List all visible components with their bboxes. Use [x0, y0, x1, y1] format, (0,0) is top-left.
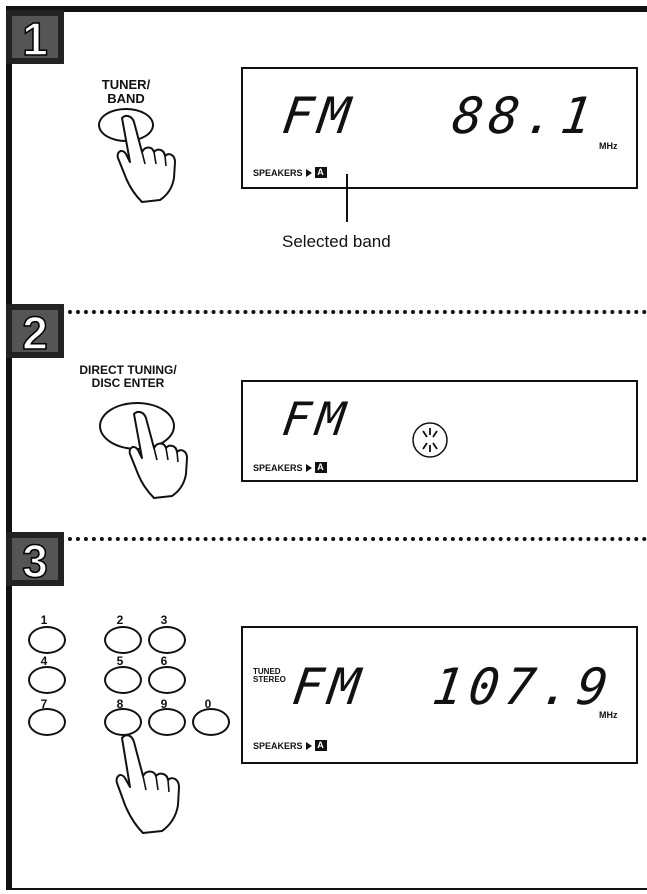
direct-tuning-label-line2: DISC ENTER — [66, 377, 190, 390]
tuner-band-label-line2: BAND — [86, 92, 166, 106]
tuner-band-label-line1: TUNER/ — [86, 78, 166, 92]
display-band: FM — [289, 658, 369, 716]
display-frequency: 107.9 — [429, 658, 618, 716]
arrow-right-icon — [306, 169, 312, 177]
arrow-right-icon — [306, 464, 312, 472]
display-frequency: 88.1 — [449, 87, 602, 145]
key-3-label: 3 — [157, 613, 171, 627]
step-1-badge: 1 — [6, 10, 64, 64]
key-2-label: 2 — [113, 613, 127, 627]
speakers-indicator: SPEAKERS A — [253, 462, 327, 473]
display-unit: MHz — [599, 141, 618, 151]
key-2-button[interactable] — [104, 626, 142, 654]
key-5-button[interactable] — [104, 666, 142, 694]
arrow-right-icon — [306, 742, 312, 750]
key-6-button[interactable] — [148, 666, 186, 694]
display-band: FM — [279, 392, 354, 446]
divider-dotted-2 — [60, 537, 647, 541]
direct-tuning-label-line1: DIRECT TUNING/ — [66, 364, 190, 377]
caption-pointer-line — [346, 174, 348, 222]
step-2-number: 2 — [22, 307, 48, 358]
selected-band-caption: Selected band — [282, 232, 391, 252]
key-1-button[interactable] — [28, 626, 66, 654]
step-2-badge: 2 — [6, 304, 64, 358]
key-4-button[interactable] — [28, 666, 66, 694]
key-0-button[interactable] — [192, 708, 230, 736]
display-step-3: TUNED STEREO FM 107.9 MHz SPEAKERS A — [241, 626, 638, 764]
pressing-hand-icon — [110, 730, 190, 840]
display-band: FM — [279, 87, 359, 145]
speakers-label: SPEAKERS — [253, 741, 303, 751]
speakers-a-badge: A — [315, 462, 327, 473]
display-step-2: FM SPEAKERS A — [241, 380, 638, 482]
speakers-a-badge: A — [315, 167, 327, 178]
speakers-indicator: SPEAKERS A — [253, 167, 327, 178]
speakers-indicator: SPEAKERS A — [253, 740, 327, 751]
step-3-number: 3 — [22, 535, 48, 586]
display-unit: MHz — [599, 710, 618, 720]
divider-dotted-1 — [60, 310, 647, 314]
pressing-hand-icon — [112, 112, 182, 208]
speakers-a-badge: A — [315, 740, 327, 751]
tuned-stereo-indicator: TUNED STEREO — [253, 668, 286, 685]
stereo-label: STEREO — [253, 676, 286, 684]
step-1-number: 1 — [22, 13, 48, 64]
blinking-cursor-icon — [410, 420, 450, 460]
pressing-hand-icon — [124, 408, 194, 504]
display-step-1: FM 88.1 MHz SPEAKERS A — [241, 67, 638, 189]
step-3-badge: 3 — [6, 532, 64, 586]
speakers-label: SPEAKERS — [253, 463, 303, 473]
speakers-label: SPEAKERS — [253, 168, 303, 178]
key-7-button[interactable] — [28, 708, 66, 736]
key-3-button[interactable] — [148, 626, 186, 654]
direct-tuning-label: DIRECT TUNING/ DISC ENTER — [66, 364, 190, 389]
key-1-label: 1 — [37, 613, 51, 627]
tuner-band-label: TUNER/ BAND — [86, 78, 166, 105]
